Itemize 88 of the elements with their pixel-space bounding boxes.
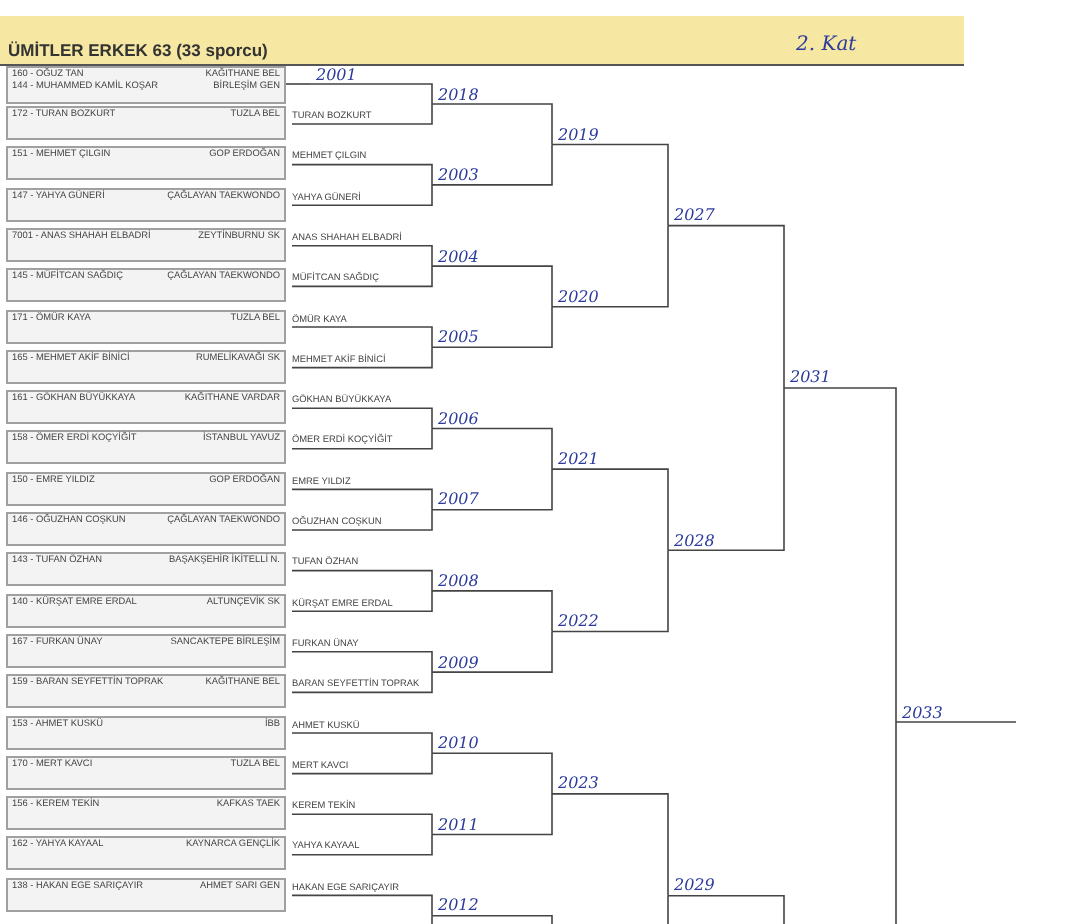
bracket-line	[291, 894, 433, 917]
bracket-line	[291, 427, 433, 450]
competitor-box	[6, 715, 286, 749]
bracket-line	[291, 488, 433, 511]
match-number: 2010	[432, 734, 479, 753]
bracket-line	[667, 387, 785, 552]
match-number: 2003	[432, 165, 479, 184]
bracket-line	[291, 590, 433, 612]
bracket-line	[431, 630, 553, 673]
bracket-line	[431, 427, 553, 470]
competitor-box	[6, 877, 286, 912]
match-number: 2022	[552, 612, 599, 631]
competitor-box	[6, 146, 286, 181]
bracket-line	[291, 407, 433, 430]
bracket-line	[667, 224, 785, 389]
match-number: 2031	[784, 368, 831, 387]
bracket-line	[285, 83, 311, 85]
match-number: 2008	[432, 571, 479, 590]
bracket-line	[291, 732, 433, 755]
bracket-line	[667, 895, 785, 924]
match-number: 2005	[432, 328, 479, 347]
competitor-box	[6, 755, 286, 790]
match-number: 2018	[432, 85, 479, 103]
match-number: 2027	[668, 206, 715, 225]
bracket-line	[291, 163, 433, 186]
competitor-box	[6, 796, 286, 831]
competitor-box	[6, 633, 286, 668]
match-number: 2011	[432, 815, 479, 834]
bracket-line	[551, 793, 669, 897]
competitor-box	[6, 512, 286, 546]
bracket-line	[551, 143, 669, 227]
bracket-line	[291, 671, 433, 694]
bracket-line	[291, 833, 433, 856]
bracket-line	[291, 103, 433, 125]
match-number: 2021	[552, 450, 599, 469]
competitor-box	[6, 227, 286, 262]
handwritten-note: 2. Kat	[796, 34, 857, 56]
bracket-line	[291, 569, 433, 592]
bracket-line	[783, 387, 897, 723]
bracket-line	[431, 305, 553, 349]
competitor-box	[6, 106, 286, 140]
bracket-line	[291, 813, 433, 836]
bracket-line	[551, 224, 669, 308]
match-number: 2012	[432, 896, 479, 915]
competitor-box	[6, 66, 286, 104]
competitor-box	[6, 390, 286, 425]
match-number: 2028	[668, 531, 715, 550]
bracket-line	[551, 549, 669, 633]
match-number: 2023	[552, 774, 599, 793]
competitor-box	[6, 187, 286, 222]
bracket-line	[291, 752, 433, 775]
competitor-box	[6, 836, 286, 871]
bracket-line	[431, 914, 553, 924]
match-number: 2001	[310, 65, 357, 83]
bracket-line	[291, 265, 433, 288]
match-number: 2020	[552, 287, 599, 306]
title: ÜMİTLER ERKEK 63 (33 sporcu)	[8, 40, 268, 60]
match-number: 2009	[432, 653, 479, 672]
bracket-line	[431, 103, 553, 146]
bracket-line	[431, 752, 553, 795]
competitor-box	[6, 268, 286, 303]
match-number: 2006	[432, 409, 479, 428]
match-number: 2033	[896, 703, 943, 721]
competitor-box	[6, 593, 286, 628]
bracket-line	[291, 245, 433, 267]
bracket-line	[431, 265, 553, 308]
bracket-line	[895, 721, 1017, 723]
competitor-box	[6, 430, 286, 465]
bracket-line	[291, 508, 433, 531]
match-number: 2007	[432, 490, 479, 509]
bracket-line	[551, 468, 669, 552]
competitor-box	[6, 349, 286, 384]
bracket-line	[291, 346, 433, 369]
competitor-box	[6, 309, 286, 343]
bracket-line	[309, 83, 433, 105]
bracket-line	[431, 590, 553, 633]
bracket-line	[431, 468, 553, 511]
match-number: 2019	[552, 125, 599, 144]
match-number: 2004	[432, 247, 479, 266]
competitor-box	[6, 674, 286, 709]
bracket-line	[291, 184, 433, 206]
competitor-box	[6, 471, 286, 506]
competitor-box	[6, 552, 286, 587]
bracket-line	[431, 793, 553, 836]
bracket-line	[291, 651, 433, 673]
bracket-line	[291, 326, 433, 349]
bracket-line	[431, 143, 553, 186]
match-number: 2029	[668, 876, 715, 895]
